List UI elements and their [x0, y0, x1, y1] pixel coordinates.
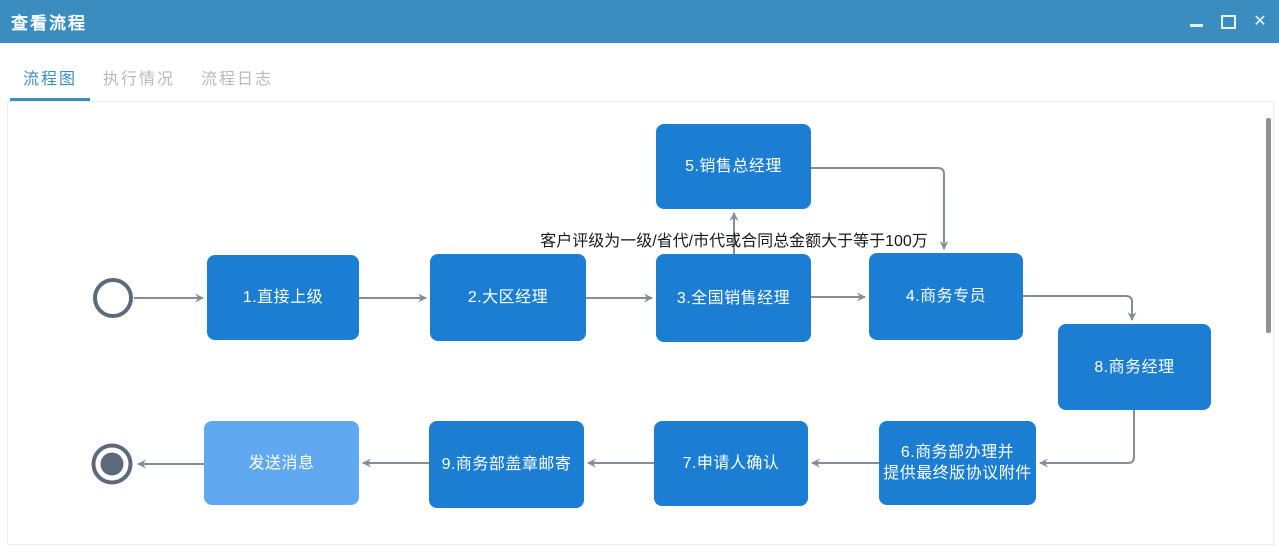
flow-node-4-business-specialist: 4.商务专员: [869, 253, 1023, 340]
tab-process-log[interactable]: 流程日志: [201, 71, 274, 88]
end-event-inner-dot: [100, 452, 124, 476]
condition-annotation: 客户评级为一级/省代/市代或合同总金额大于等于100万: [540, 233, 928, 250]
minimize-button[interactable]: [1187, 13, 1205, 31]
flow-node-2-region-manager: 2.大区经理: [430, 254, 586, 341]
window-titlebar: 查看流程 ✕: [0, 0, 1279, 43]
maximize-button[interactable]: [1219, 13, 1237, 31]
arrow-4-to-8: [1021, 295, 1137, 321]
flow-diagram-panel: 1.直接上级 2.大区经理 3.全国销售经理 4.商务专员 5.销售总经理 6.…: [7, 101, 1274, 545]
tab-flow-chart[interactable]: 流程图: [10, 65, 91, 101]
flow-node-3-national-sales-manager: 3.全国销售经理: [656, 254, 811, 342]
tab-bar: 流程图 执行情况 流程日志: [0, 43, 1279, 101]
tab-execution-status[interactable]: 执行情况: [103, 71, 176, 88]
flow-arrows: [134, 167, 1137, 469]
flow-node-send-message: 发送消息: [204, 421, 359, 505]
maximize-icon: [1220, 14, 1236, 29]
start-event-circle: [93, 278, 133, 318]
minimize-icon: [1189, 23, 1203, 27]
flow-node-8-business-manager: 8.商务经理: [1058, 324, 1211, 410]
flow-connectors-layer: [91, 167, 1137, 485]
flow-node-1-direct-superior: 1.直接上级: [207, 255, 359, 340]
window-controls: ✕: [1187, 0, 1269, 43]
flow-node-7-applicant-confirm: 7.申请人确认: [654, 421, 808, 506]
flow-node-9-stamp-and-mail: 9.商务部盖章邮寄: [429, 421, 584, 508]
close-button[interactable]: ✕: [1251, 13, 1269, 31]
flow-node-6-business-dept-agreement: 6.商务部办理并 提供最终版协议附件: [879, 421, 1036, 505]
arrow-8-to-6: [1039, 410, 1135, 468]
arrow-5-to-4: [811, 167, 949, 250]
window-title: 查看流程: [11, 14, 87, 33]
close-icon: ✕: [1253, 12, 1267, 30]
flow-node-5-sales-general-manager: 5.销售总经理: [656, 124, 811, 209]
vertical-scrollbar-thumb[interactable]: [1266, 118, 1271, 333]
